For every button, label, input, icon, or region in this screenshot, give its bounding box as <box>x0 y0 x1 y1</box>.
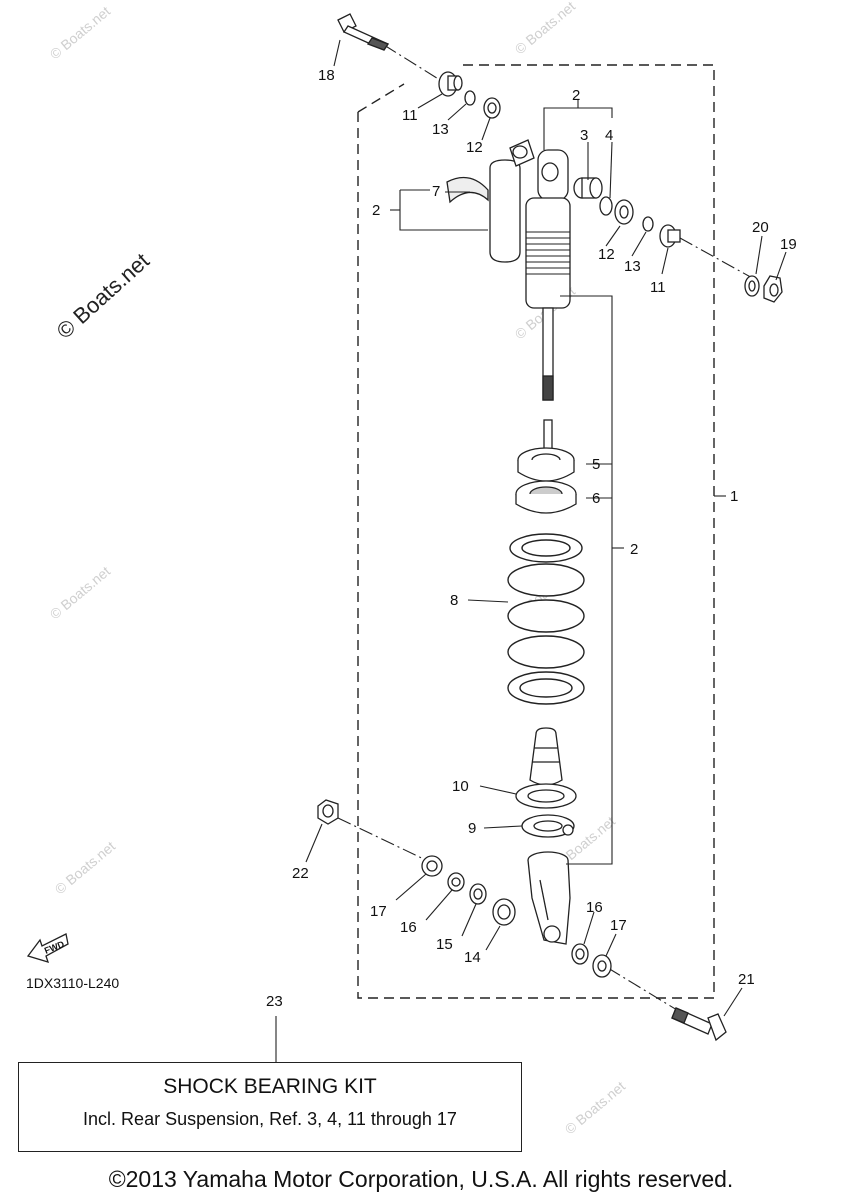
bearing-14 <box>492 898 516 926</box>
seal-16-left <box>447 872 465 892</box>
collar-11 <box>438 71 463 97</box>
seal-16-right <box>571 943 589 965</box>
callout: 16 <box>400 919 417 936</box>
assembly-boundary <box>357 64 715 999</box>
bearing-12-right <box>614 199 634 225</box>
watermark: © Boats.net <box>562 1078 629 1137</box>
fwd-label: FWD <box>43 939 66 956</box>
kit-description: Incl. Rear Suspension, Ref. 3, 4, 11 thr… <box>83 1109 457 1129</box>
callout: 17 <box>370 903 387 920</box>
collar-17-right <box>592 954 612 978</box>
diagram-code: 1DX3110-L240 <box>26 975 120 991</box>
reservoir <box>446 139 535 263</box>
collar-11-right <box>659 224 681 248</box>
callout: 15 <box>436 936 453 953</box>
bump-stop <box>529 727 563 786</box>
callout: 10 <box>452 778 469 795</box>
callout: 18 <box>318 67 335 84</box>
callout: 2 <box>372 202 380 219</box>
callout: 13 <box>624 258 641 275</box>
adjuster-nut-5 <box>517 447 575 482</box>
callout-labels: 1 2 3 4 2 7 5 6 2 8 10 9 18 11 13 12 12 … <box>266 67 797 1010</box>
bolt-21 <box>671 1007 727 1042</box>
watermark: © Boats.net <box>47 563 114 622</box>
callout: 8 <box>450 592 458 609</box>
callout: 4 <box>605 127 613 144</box>
callout: 1 <box>730 488 738 505</box>
watermark: © Boats.net <box>512 0 579 57</box>
kit-box: SHOCK BEARING KIT Incl. Rear Suspension,… <box>18 1062 522 1152</box>
leader-lines <box>337 44 757 1025</box>
bolt-18 <box>337 13 389 51</box>
callout: 23 <box>266 993 283 1010</box>
callout: 20 <box>752 219 769 236</box>
nut-19 <box>763 275 783 303</box>
callout: 19 <box>780 236 797 253</box>
callout: 16 <box>586 899 603 916</box>
lock-nut-6 <box>515 480 577 514</box>
lower-clevis <box>527 851 571 945</box>
callout: 2 <box>630 541 638 558</box>
callout: 2 <box>572 87 580 104</box>
callout: 3 <box>580 127 588 144</box>
bearing-12 <box>483 97 501 119</box>
shock-body <box>525 149 571 457</box>
spring-8 <box>507 533 585 705</box>
spring-seat-10 <box>515 783 577 809</box>
callout: 17 <box>610 917 627 934</box>
watermark: © Boats.net <box>47 3 114 62</box>
o-ring-13-right <box>642 216 654 232</box>
callout: 7 <box>432 183 440 200</box>
watermark: © Boats.net <box>52 838 119 897</box>
callout: 13 <box>432 121 449 138</box>
collar-17-left <box>421 855 443 877</box>
collar-15 <box>469 883 487 905</box>
callout-lines <box>275 39 787 1062</box>
fwd-arrow-icon: FWD <box>26 933 69 963</box>
nut-22 <box>317 799 339 825</box>
o-ring-13 <box>464 90 476 106</box>
spring-guide-9 <box>521 814 575 838</box>
bearing-3 <box>573 177 603 199</box>
callout: 21 <box>738 971 755 988</box>
callout: 11 <box>402 107 418 124</box>
washer-20 <box>744 275 760 297</box>
copyright: ©2013 Yamaha Motor Corporation, U.S.A. A… <box>108 1166 734 1192</box>
callout: 9 <box>468 820 476 837</box>
callout: 11 <box>650 279 666 296</box>
callout: 22 <box>292 865 309 882</box>
callout: 6 <box>592 490 600 507</box>
callout: 14 <box>464 949 481 966</box>
callout: 12 <box>598 246 615 263</box>
callout: 12 <box>466 139 483 156</box>
watermark-main: © Boats.net <box>52 248 154 344</box>
callout: 5 <box>592 456 600 473</box>
kit-title: SHOCK BEARING KIT <box>163 1075 377 1098</box>
seal-4 <box>599 196 613 216</box>
